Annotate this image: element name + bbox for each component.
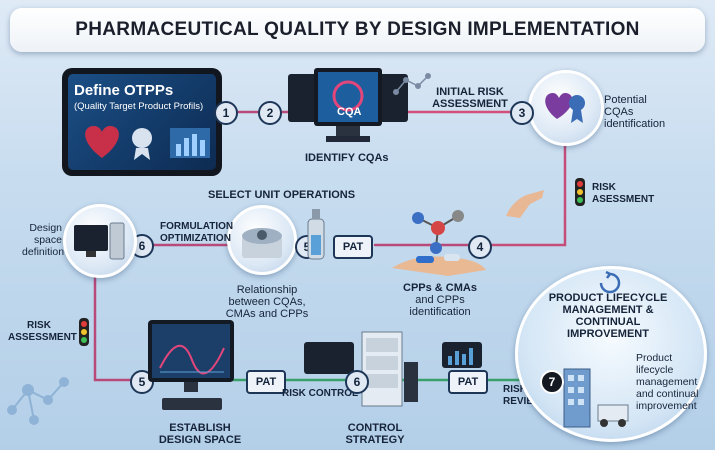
establish-line-1: ESTABLISH <box>150 422 250 434</box>
label-initial-risk-assessment: INITIAL RISK ASSESSMENT <box>430 86 510 110</box>
lab-instrument-icon <box>300 326 420 412</box>
label-formulation-optimization: FORMULATION OPTIMIZATION <box>160 221 233 245</box>
step-6-badge-bottom: 6 <box>345 370 369 394</box>
label-potential-cqas: Potential CQAs identification <box>604 94 665 130</box>
tablet-screen: Define OTPPs (Quality Target Product Pro… <box>68 74 216 170</box>
heart-icon <box>78 118 214 164</box>
page-title: PHARMACEUTICAL QUALITY BY DESIGN IMPLEME… <box>75 19 639 41</box>
label-plm-title: PRODUCT LIFECYCLE MANAGEMENT & CONTINUAL… <box>545 292 671 340</box>
tablet-otpps: Define OTPPs (Quality Target Product Pro… <box>62 68 222 176</box>
step-3-badge: 3 <box>510 101 534 125</box>
traffic-light-left-icon <box>79 318 89 346</box>
step-4-badge: 4 <box>468 235 492 259</box>
establish-line-2: DESIGN SPACE <box>150 434 250 446</box>
initial-risk-line-2: ASSESSMENT <box>430 98 510 110</box>
traffic-light-icon <box>575 178 585 206</box>
label-cpps-identification: CPPs & CMAs and CPPs identification <box>390 282 490 318</box>
flow-line-6-down <box>95 275 130 380</box>
potential-cqas-circle <box>528 70 604 146</box>
risk-asessment-line-2: ASESSMENT <box>592 194 654 206</box>
label-establish-design-space: ESTABLISH DESIGN SPACE <box>150 422 250 446</box>
design-space-line-1: Design <box>22 222 62 234</box>
design-space-line-2: space <box>22 234 62 246</box>
initial-risk-line-1: INITIAL RISK <box>430 86 510 98</box>
risk-asessment-line-1: RISK <box>592 182 654 194</box>
label-design-space-definition: Design space definition <box>22 222 62 258</box>
decorative-molecule-icon <box>4 370 74 430</box>
plm-desc-line-3: management <box>636 376 698 388</box>
relationship-line-1: Relationship <box>222 284 312 296</box>
cpps-line-3: identification <box>390 306 490 318</box>
control-line-1: CONTROL <box>340 422 410 434</box>
computer-icon <box>66 207 134 275</box>
label-plm-description: Product lifecycle management and continu… <box>636 352 698 412</box>
tablet-chart-icon <box>440 340 484 370</box>
step-2-badge: 2 <box>258 101 282 125</box>
tablet-subtitle: (Quality Target Product Profils) <box>74 101 203 112</box>
formulation-line-1: FORMULATION <box>160 221 233 233</box>
plm-title-line-2: MANAGEMENT & <box>545 304 671 316</box>
label-risk-assessment-left: RISK ASSESSMENT <box>8 320 70 344</box>
screen-cqa-text: CQA <box>337 106 361 118</box>
tablet-title: Define OTPPs <box>74 82 173 99</box>
centrifuge-icon <box>230 208 294 272</box>
building-truck-icon <box>558 365 638 433</box>
control-line-2: STRATEGY <box>340 434 410 446</box>
plm-desc-line-1: Product <box>636 352 698 364</box>
potential-cqas-line-3: identification <box>604 118 665 130</box>
hand-icon <box>500 186 550 222</box>
cpps-line-2: and CPPs <box>390 294 490 306</box>
pat-box-3: PAT <box>448 370 488 394</box>
plm-desc-line-4: and continual <box>636 388 698 400</box>
step-1-badge: 1 <box>214 101 238 125</box>
pat-box-2: PAT <box>246 370 286 394</box>
label-identify-cqas: IDENTIFY CQAs <box>305 152 389 164</box>
potential-cqas-line-1: Potential <box>604 94 665 106</box>
plm-title-line-4: IMPROVEMENT <box>545 328 671 340</box>
pat-box-1: PAT <box>333 235 373 259</box>
label-relationship: Relationship between CQAs, CMAs and CPPs <box>222 284 312 320</box>
formulation-line-2: OPTIMIZATION <box>160 233 233 245</box>
plm-title-line-3: CONTINUAL <box>545 316 671 328</box>
design-space-line-3: definition <box>22 246 62 258</box>
step-7-badge: 7 <box>540 370 564 394</box>
plm-desc-line-2: lifecycle <box>636 364 698 376</box>
plm-desc-line-5: improvement <box>636 400 698 412</box>
curved-monitor-icon <box>140 318 240 418</box>
flask-bioreactor-icon <box>302 205 330 269</box>
risk-assessment-left-line-2: ASSESSMENT <box>8 332 70 344</box>
label-risk-asessment: RISK ASESSMENT <box>592 182 654 206</box>
molecule-icon <box>392 72 432 100</box>
relationship-line-2: between CQAs, <box>222 296 312 308</box>
cpps-line-1: CPPs & CMAs <box>390 282 490 294</box>
risk-assessment-left-line-1: RISK <box>8 320 70 332</box>
formulation-circle <box>227 205 297 275</box>
heart-award-icon <box>531 73 601 143</box>
label-select-unit-operations: SELECT UNIT OPERATIONS <box>208 189 355 201</box>
plm-title-line-1: PRODUCT LIFECYCLE <box>545 292 671 304</box>
potential-cqas-line-2: CQAs <box>604 106 665 118</box>
label-control-strategy: CONTROL STRATEGY <box>340 422 410 446</box>
design-space-circle <box>63 204 137 278</box>
title-banner: PHARMACEUTICAL QUALITY BY DESIGN IMPLEME… <box>10 8 705 52</box>
